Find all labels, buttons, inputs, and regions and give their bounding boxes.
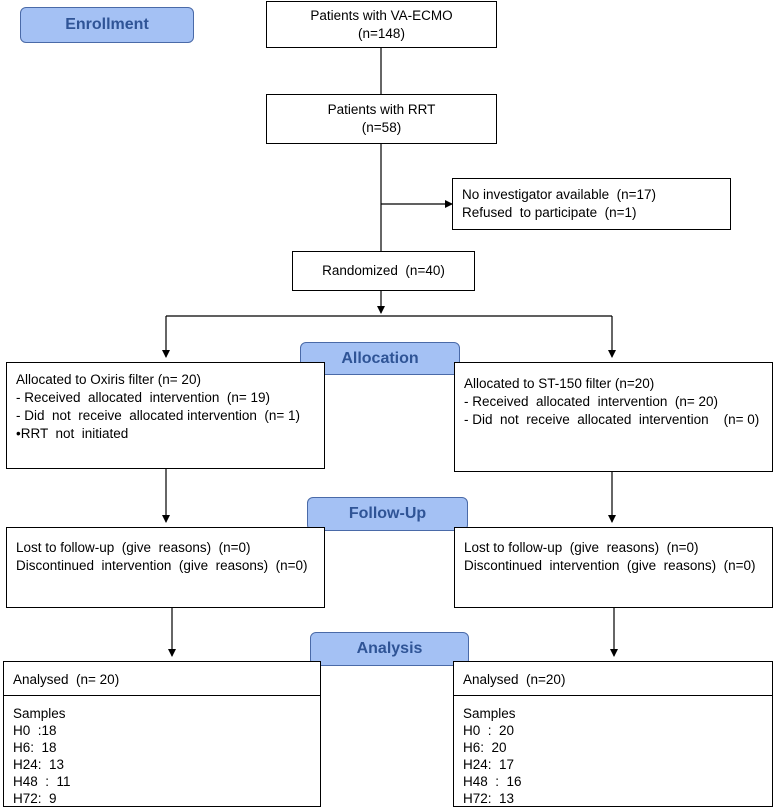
stage-label-analysis: Analysis <box>310 632 469 666</box>
analysis-right-samples: Samples H0 : 20 H6: 20 H24: 17 H48 : 16 … <box>454 696 772 807</box>
analysis-left-samples-label: Samples <box>13 706 66 721</box>
rrt-label: Patients with RRT <box>327 102 436 117</box>
excluded-no-investigator: No investigator available (n=17) <box>462 187 656 202</box>
allocation-left-title: Allocated to Oxiris filter (n= 20) <box>16 372 201 387</box>
randomized-box: Randomized (n=40) <box>292 251 475 291</box>
analysis-right-sample-h48: H48 : 16 <box>463 774 522 789</box>
follow-up-right-box: Lost to follow-up (give reasons) (n=0) D… <box>454 527 773 608</box>
va-ecmo-box: Patients with VA-ECMO (n=148) <box>266 1 497 48</box>
analysis-right-header: Analysed (n=20) <box>454 662 772 696</box>
analysis-left-header: Analysed (n= 20) <box>4 662 320 696</box>
va-ecmo-count: (n=148) <box>358 25 405 41</box>
rrt-box: Patients with RRT (n=58) <box>266 94 497 144</box>
excluded-box: No investigator available (n=17) Refused… <box>452 178 731 230</box>
allocation-right-received: - Received allocated intervention (n= 20… <box>464 394 719 409</box>
follow-up-right-discontinued: Discontinued intervention (give reasons)… <box>464 558 756 573</box>
allocation-right-box: Allocated to ST-150 filter (n=20) - Rece… <box>454 362 773 472</box>
randomized-label: Randomized (n=40) <box>322 263 445 278</box>
follow-up-right-lost: Lost to follow-up (give reasons) (n=0) <box>464 540 699 555</box>
analysis-right-sample-h72: H72: 13 <box>463 791 515 806</box>
allocation-left-received: - Received allocated intervention (n= 19… <box>16 390 271 405</box>
allocation-left-not-received: - Did not receive allocated intervention… <box>16 408 301 423</box>
analysis-left-box: Analysed (n= 20) Samples H0 :18 H6: 18 H… <box>3 661 321 807</box>
analysis-right-samples-label: Samples <box>463 706 516 721</box>
analysis-right-analysed: Analysed (n=20) <box>463 672 566 687</box>
allocation-right-title: Allocated to ST-150 filter (n=20) <box>464 376 655 391</box>
allocation-left-reason: •RRT not initiated <box>16 426 129 441</box>
follow-up-left-lost: Lost to follow-up (give reasons) (n=0) <box>16 540 251 555</box>
follow-up-left-discontinued: Discontinued intervention (give reasons)… <box>16 558 308 573</box>
rrt-count: (n=58) <box>361 120 402 135</box>
follow-up-left-box: Lost to follow-up (give reasons) (n=0) D… <box>6 527 325 608</box>
analysis-left-sample-h24: H24: 13 <box>13 757 65 772</box>
analysis-left-sample-h48: H48 : 11 <box>13 774 71 789</box>
stage-label-allocation: Allocation <box>300 342 460 375</box>
allocation-left-box: Allocated to Oxiris filter (n= 20) - Rec… <box>6 362 325 469</box>
analysis-right-box: Analysed (n=20) Samples H0 : 20 H6: 20 H… <box>453 661 773 807</box>
analysis-left-sample-h6: H6: 18 <box>13 740 57 755</box>
analysis-left-analysed: Analysed (n= 20) <box>13 672 120 687</box>
analysis-right-sample-h24: H24: 17 <box>463 757 515 772</box>
excluded-refused: Refused to participate (n=1) <box>462 205 637 220</box>
stage-label-enrollment: Enrollment <box>20 7 194 43</box>
stage-label-follow-up: Follow-Up <box>307 497 468 531</box>
analysis-left-samples: Samples H0 :18 H6: 18 H24: 13 H48 : 11 H… <box>4 696 320 807</box>
va-ecmo-label: Patients with VA-ECMO <box>310 7 453 23</box>
allocation-right-not-received: - Did not receive allocated intervention… <box>464 412 760 427</box>
analysis-right-sample-h0: H0 : 20 <box>463 723 515 738</box>
analysis-left-sample-h0: H0 :18 <box>13 723 57 738</box>
analysis-right-sample-h6: H6: 20 <box>463 740 507 755</box>
analysis-left-sample-h72: H72: 9 <box>13 791 57 806</box>
